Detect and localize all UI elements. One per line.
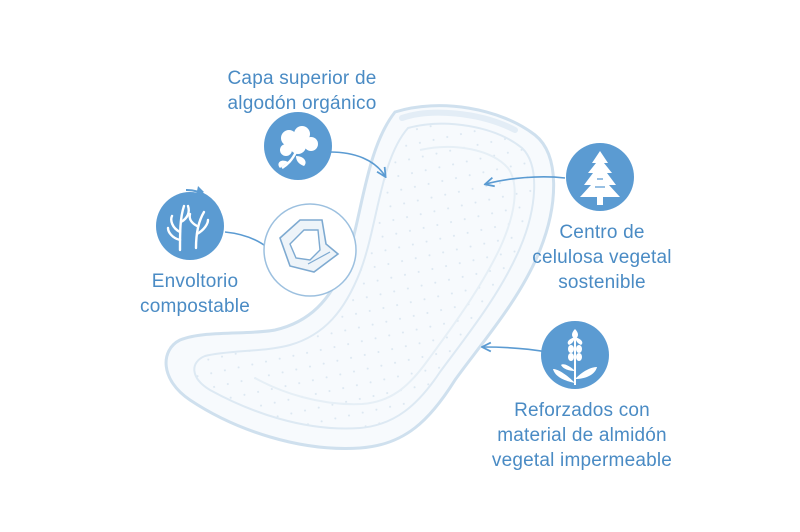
label-cellulose-line2: celulosa vegetal (532, 247, 672, 268)
pad-illustration (164, 104, 556, 450)
connector-arrows (224, 151, 566, 353)
label-wrapper-line2: compostable (140, 296, 250, 317)
label-starch-backing: Reforzados con material de almidón veget… (474, 398, 690, 473)
label-wrapper: Envoltorio compostable (120, 269, 270, 319)
arrow-starch (483, 347, 548, 353)
arrow-top-layer (329, 151, 385, 176)
label-wrapper-line1: Envoltorio (151, 271, 239, 292)
label-top-layer-line1: Capa superior de (227, 68, 377, 89)
label-cellulose-core: Centro de celulosa vegetal sostenible (512, 220, 692, 295)
starch-plant-icon (541, 321, 609, 389)
label-cellulose-line1: Centro de (559, 222, 645, 243)
label-starch-line3: vegetal impermeable (491, 450, 673, 471)
compost-leaves-icon (156, 186, 224, 260)
cotton-boll-icon (264, 112, 332, 180)
arrow-wrapper (224, 231, 269, 249)
folded-wrapper-icon (263, 203, 357, 297)
label-top-layer: Capa superior de algodón orgánico (207, 66, 397, 116)
label-top-layer-line2: algodón orgánico (227, 93, 377, 114)
label-starch-line1: Reforzados con (514, 400, 650, 421)
arrow-cellulose (486, 176, 566, 184)
label-starch-line2: material de almidón (497, 425, 667, 446)
pine-tree-icon (566, 143, 634, 211)
label-cellulose-line3: sostenible (558, 272, 646, 293)
